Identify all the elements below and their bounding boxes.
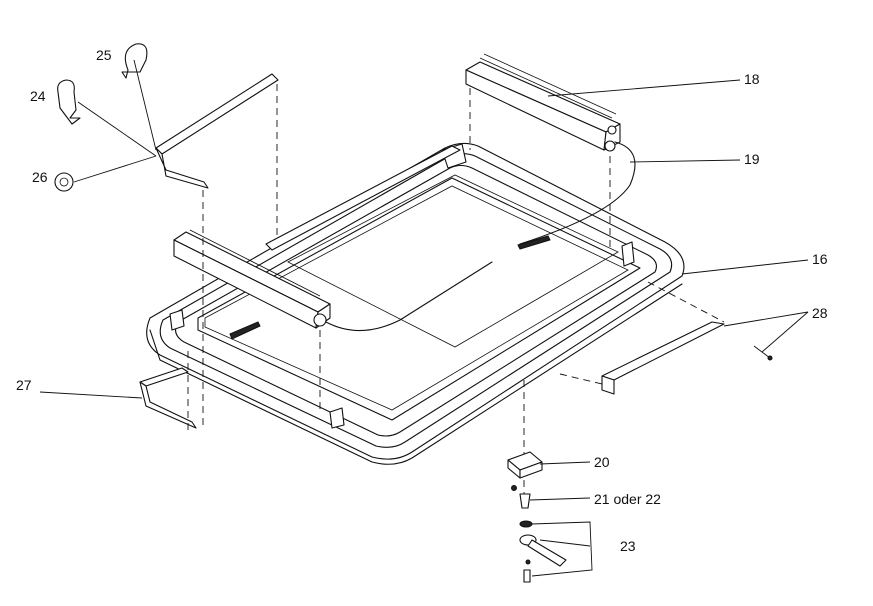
cable — [519, 141, 636, 245]
rear-rail — [465, 53, 621, 152]
callout-21-22: 21 oder 22 — [594, 491, 661, 507]
callout-23: 23 — [620, 538, 636, 554]
front-rail — [173, 229, 331, 329]
assembly-lines — [187, 84, 725, 494]
callout-24: 24 — [30, 88, 46, 104]
side-seal — [265, 145, 461, 251]
callout-26: 26 — [32, 169, 48, 185]
clip-24-icon — [57, 79, 81, 125]
callout-25: 25 — [96, 47, 112, 63]
skylight-frame — [146, 142, 685, 465]
callout-19: 19 — [744, 151, 760, 167]
callout-18: 18 — [744, 71, 760, 87]
callout-20: 20 — [594, 454, 610, 470]
seal-strip-27 — [139, 367, 197, 429]
leader-lines — [39, 59, 809, 577]
callout-16: 16 — [812, 251, 828, 267]
callout-27: 27 — [16, 377, 32, 393]
spring-bracket — [155, 73, 279, 189]
callout-labels: 18 19 16 28 20 21 oder 22 23 24 25 26 27 — [16, 47, 828, 554]
trim-strip-28 — [601, 321, 773, 395]
crank-mechanism — [507, 451, 567, 583]
front-cable — [325, 261, 493, 332]
clip-25-icon — [121, 43, 148, 79]
callout-28: 28 — [812, 305, 828, 321]
grommet-26-icon — [54, 172, 74, 192]
